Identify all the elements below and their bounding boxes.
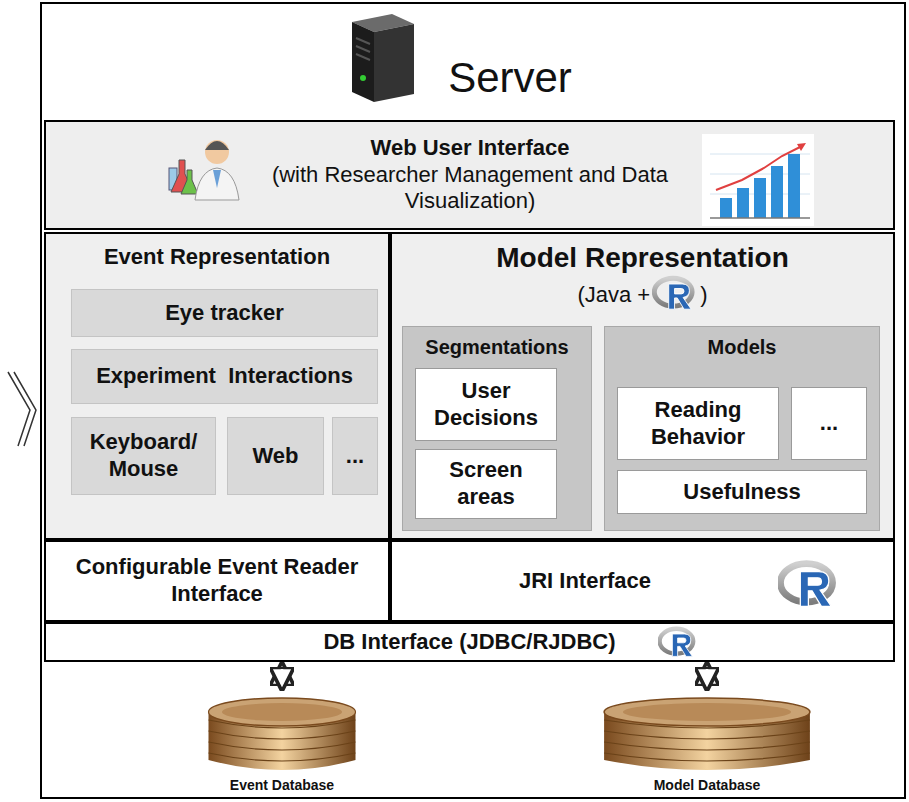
r-icon: [652, 275, 698, 315]
cyl-icon: [602, 690, 812, 772]
node-title: Web User Interface: [371, 135, 570, 162]
database-cylinder: Model Database: [602, 690, 812, 772]
node-title: Usefulness: [683, 479, 800, 506]
node-text: (with Researcher Management and Data Vis…: [264, 162, 676, 216]
node-title: DB Interface (JDBC/RJDBC): [323, 629, 615, 656]
arrow-inner: [281, 669, 284, 684]
node-title: Web: [252, 443, 298, 470]
node-text: ): [700, 282, 707, 309]
database-cylinder: Event Database: [207, 690, 357, 772]
side-chevron: [0, 0, 40, 802]
server-icon: [338, 12, 420, 104]
group-panel: ModelsReading Behavior... Usefulness: [604, 326, 880, 531]
arrow-inner: [706, 669, 709, 684]
node-title: Event Representation: [104, 244, 330, 271]
node-title: ...: [346, 443, 364, 470]
chart-icon: [702, 134, 814, 226]
event-box: Web: [227, 417, 324, 495]
section-panel: Model Representation (Java +) Segmentation…: [390, 232, 895, 540]
event-box: Experiment Interactions: [71, 349, 378, 404]
node-title: Screen areas: [419, 457, 553, 511]
node-title: Models: [708, 335, 777, 359]
process-box: Reading Behavior: [617, 387, 779, 460]
process-box: Usefulness: [617, 470, 867, 514]
event-box: Keyboard/ Mouse: [71, 417, 216, 495]
node-title: Configurable Event Reader Interface: [48, 554, 386, 608]
interface-box: JRI Interface: [390, 540, 895, 622]
double-arrow: [279, 664, 285, 689]
group-panel: SegmentationsUser DecisionsScreen areas: [402, 326, 592, 531]
node-title: Model Representation: [496, 241, 788, 275]
person-icon: [165, 130, 243, 202]
ui-band: Web User Interface(with Researcher Manag…: [44, 120, 895, 230]
node-title: Eye tracker: [165, 300, 284, 327]
node-title: Event Database: [230, 777, 334, 794]
process-box: ...: [791, 387, 867, 460]
cyl-icon: [207, 690, 357, 772]
server-frame: ServerWeb User Interface(with Researcher…: [40, 2, 906, 799]
process-box: User Decisions: [415, 368, 557, 441]
section-panel: Event RepresentationEye trackerExperimen…: [44, 232, 390, 540]
event-box: ...: [332, 417, 378, 495]
node-title: Keyboard/ Mouse: [75, 429, 212, 483]
node-title: Experiment Interactions: [96, 363, 353, 390]
node-text: (Java +: [577, 282, 650, 309]
node-title: JRI Interface: [519, 568, 651, 595]
node-title: Server: [448, 52, 572, 103]
r-icon: [658, 625, 698, 659]
interface-band: DB Interface (JDBC/RJDBC): [44, 622, 895, 662]
process-box: Screen areas: [415, 449, 557, 519]
node-title: Reading Behavior: [621, 397, 775, 451]
node-title: ...: [820, 410, 838, 437]
node-title: Model Database: [654, 777, 761, 794]
event-box: Eye tracker: [71, 289, 378, 337]
node-title: Segmentations: [425, 335, 568, 359]
double-arrow: [704, 664, 710, 689]
r-icon: [778, 554, 840, 614]
node-title: User Decisions: [419, 378, 553, 432]
interface-box: Configurable Event Reader Interface: [44, 540, 390, 622]
